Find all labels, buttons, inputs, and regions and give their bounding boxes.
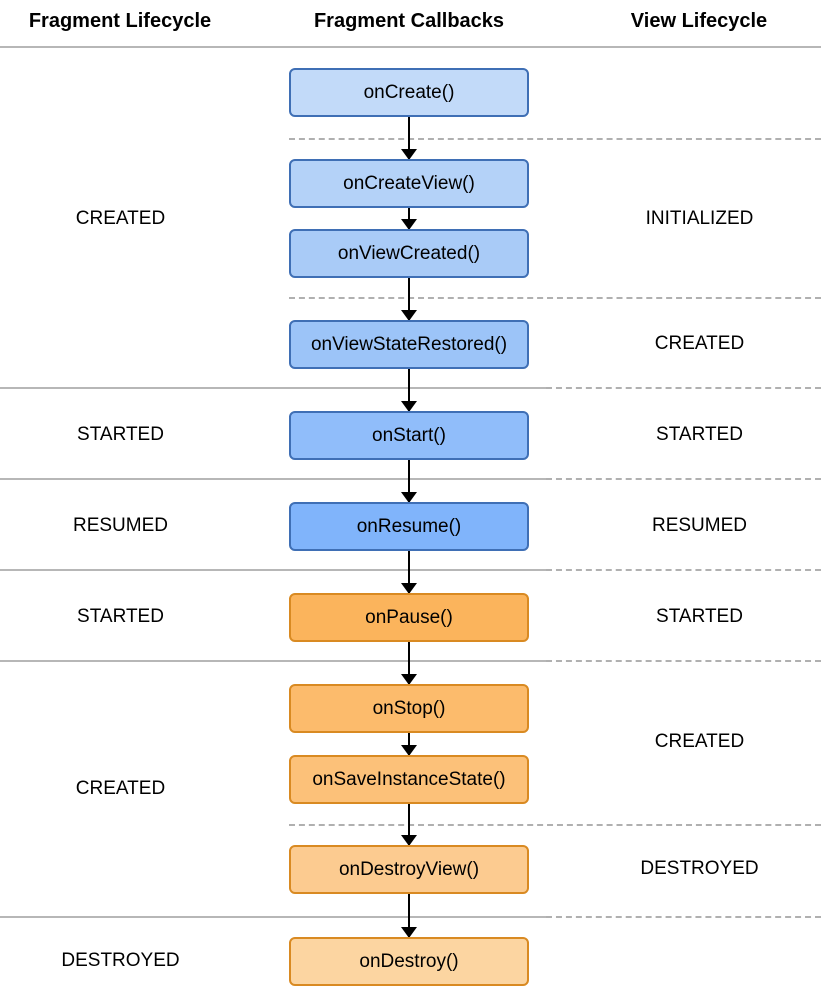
view-state-label-destroyed-6: DESTROYED bbox=[640, 858, 759, 879]
arrow-line-6 bbox=[408, 642, 410, 684]
callback-label: onViewStateRestored() bbox=[310, 333, 508, 355]
callback-label: onCreateView() bbox=[343, 172, 475, 194]
callback-label: onDestroyView() bbox=[338, 858, 480, 880]
arrow-line-1 bbox=[408, 208, 410, 229]
separator-dashed-1 bbox=[546, 387, 821, 389]
callback-box-oncreateview[interactable]: onCreateView() bbox=[289, 159, 529, 208]
arrow-line-4 bbox=[408, 460, 410, 502]
column-header-view-lifecycle: View Lifecycle bbox=[630, 10, 768, 32]
arrow-line-9 bbox=[408, 894, 410, 937]
arrow-head-7 bbox=[401, 745, 417, 756]
arrow-head-2 bbox=[401, 310, 417, 321]
callback-label: onPause() bbox=[365, 606, 453, 628]
callback-box-onstop[interactable]: onStop() bbox=[289, 684, 529, 733]
fragment-state-label-created-0: CREATED bbox=[75, 208, 166, 229]
arrow-line-3 bbox=[408, 369, 410, 411]
callback-box-onviewcreated[interactable]: onViewCreated() bbox=[289, 229, 529, 278]
separator-dashed-11 bbox=[289, 297, 821, 299]
arrow-head-9 bbox=[401, 927, 417, 938]
arrow-head-3 bbox=[401, 401, 417, 412]
callback-label: onSaveInstanceState() bbox=[312, 768, 506, 790]
view-state-label-created-5: CREATED bbox=[654, 731, 745, 752]
separator-solid-0 bbox=[0, 387, 546, 389]
fragment-state-label-destroyed-5: DESTROYED bbox=[61, 950, 180, 971]
arrow-line-2 bbox=[408, 278, 410, 320]
callback-label: onResume() bbox=[356, 515, 462, 537]
column-header-row: Fragment Lifecycle Fragment Callbacks Vi… bbox=[0, 0, 821, 47]
separator-dashed-12 bbox=[289, 824, 821, 826]
arrow-head-4 bbox=[401, 492, 417, 503]
separator-dashed-7 bbox=[546, 660, 821, 662]
column-header-fragment-callbacks: Fragment Callbacks bbox=[313, 10, 505, 32]
callback-box-onsaveinstancestate[interactable]: onSaveInstanceState() bbox=[289, 755, 529, 804]
callback-box-onpause[interactable]: onPause() bbox=[289, 593, 529, 642]
callback-box-ondestroy[interactable]: onDestroy() bbox=[289, 937, 529, 986]
callback-label: onCreate() bbox=[363, 81, 455, 103]
arrow-line-5 bbox=[408, 551, 410, 593]
view-state-label-initialized-0: INITIALIZED bbox=[645, 208, 754, 229]
callback-label: onStart() bbox=[372, 424, 446, 446]
arrow-head-8 bbox=[401, 835, 417, 846]
separator-solid-2 bbox=[0, 478, 546, 480]
separator-dashed-9 bbox=[546, 916, 821, 918]
fragment-state-label-started-3: STARTED bbox=[77, 606, 164, 627]
arrow-head-6 bbox=[401, 674, 417, 685]
arrow-head-5 bbox=[401, 583, 417, 594]
callback-box-onviewstaterestored[interactable]: onViewStateRestored() bbox=[289, 320, 529, 369]
separator-solid-4 bbox=[0, 569, 546, 571]
view-state-label-created-1: CREATED bbox=[654, 333, 745, 354]
header-divider bbox=[0, 46, 821, 48]
callback-label: onDestroy() bbox=[359, 950, 459, 972]
arrow-head-1 bbox=[401, 219, 417, 230]
arrow-line-8 bbox=[408, 804, 410, 845]
view-state-label-resumed-3: RESUMED bbox=[651, 515, 747, 536]
fragment-state-label-resumed-2: RESUMED bbox=[72, 515, 168, 536]
column-header-fragment-lifecycle: Fragment Lifecycle bbox=[28, 10, 212, 32]
callback-label: onStop() bbox=[372, 697, 446, 719]
separator-dashed-10 bbox=[289, 138, 821, 140]
callback-box-onresume[interactable]: onResume() bbox=[289, 502, 529, 551]
arrow-line-7 bbox=[408, 733, 410, 755]
arrow-head-0 bbox=[401, 149, 417, 160]
separator-solid-6 bbox=[0, 660, 546, 662]
view-state-label-started-4: STARTED bbox=[656, 606, 743, 627]
callback-box-ondestroyview[interactable]: onDestroyView() bbox=[289, 845, 529, 894]
arrow-line-0 bbox=[408, 117, 410, 159]
separator-dashed-3 bbox=[546, 478, 821, 480]
view-state-label-started-2: STARTED bbox=[656, 424, 743, 445]
callback-box-oncreate[interactable]: onCreate() bbox=[289, 68, 529, 117]
fragment-state-label-started-1: STARTED bbox=[77, 424, 164, 445]
separator-dashed-5 bbox=[546, 569, 821, 571]
callback-label: onViewCreated() bbox=[337, 242, 481, 264]
callback-box-onstart[interactable]: onStart() bbox=[289, 411, 529, 460]
separator-solid-8 bbox=[0, 916, 546, 918]
fragment-state-label-created-4: CREATED bbox=[75, 778, 166, 799]
